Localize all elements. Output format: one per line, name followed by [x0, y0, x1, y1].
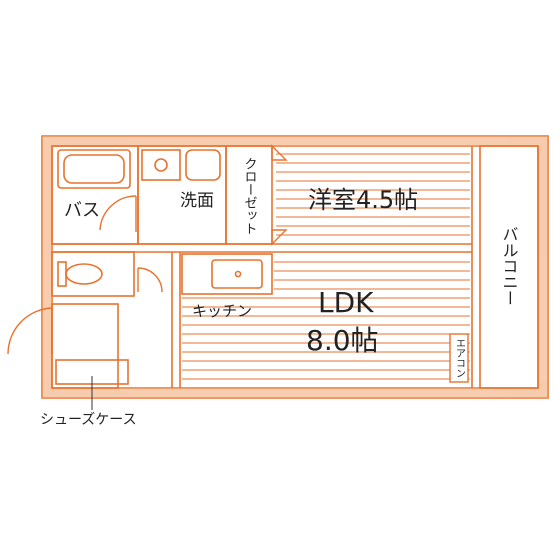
- bedroom-flooring: [276, 153, 470, 236]
- balcony: [471, 145, 539, 389]
- kitchen-label: キッチン: [192, 302, 252, 320]
- aircon-label: エアコン: [454, 338, 466, 378]
- door-swing-icon: [7, 195, 163, 355]
- toilet-icon: [57, 261, 103, 287]
- closet-icon: [271, 144, 288, 246]
- aircon-unit: [449, 333, 469, 383]
- ldk-label: LDK: [318, 286, 374, 319]
- bath-label: バス: [64, 200, 100, 221]
- interior-walls: [51, 145, 472, 389]
- sink-icon: [141, 149, 221, 181]
- shoe-case-label: シューズケース: [40, 412, 137, 428]
- bathtub-icon: [57, 149, 131, 189]
- washroom-label: 洗面: [180, 191, 214, 211]
- ldk-flooring: [182, 261, 470, 380]
- ldk-size-label: 8.0帖: [306, 324, 379, 357]
- kitchen-sink-icon: [211, 259, 263, 289]
- wall-fill: [42, 136, 548, 398]
- bedroom-label: 洋室4.5帖: [308, 186, 418, 214]
- balcony-label: バルコニー: [500, 226, 519, 306]
- closet-label: クローゼット: [242, 157, 258, 235]
